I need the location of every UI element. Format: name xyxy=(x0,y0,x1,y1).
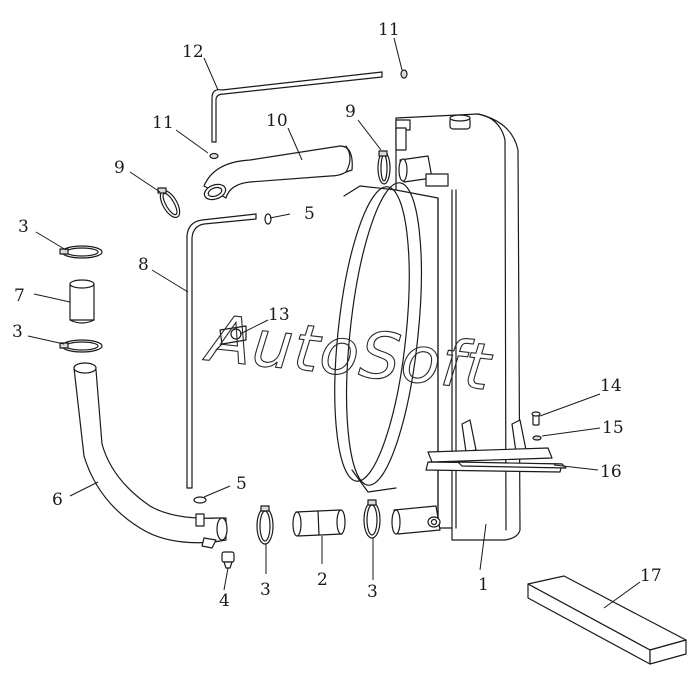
callout-3: 3 xyxy=(367,582,378,602)
callout-2: 2 xyxy=(317,570,328,590)
callout-5: 5 xyxy=(236,474,247,494)
callout-13: 13 xyxy=(268,305,290,325)
drain-plug xyxy=(221,551,235,569)
callout-4: 4 xyxy=(219,591,230,611)
callout-9: 9 xyxy=(114,158,125,178)
rubber-pad-block xyxy=(527,575,687,665)
callout-6: 6 xyxy=(52,490,63,510)
callout-1: 1 xyxy=(478,575,489,595)
overflow-tube-long xyxy=(186,213,257,489)
callout-11: 11 xyxy=(152,113,174,133)
callout-8: 8 xyxy=(138,255,149,275)
callout-3: 3 xyxy=(18,217,29,237)
lower-radiator-hose xyxy=(73,362,228,549)
callout-16: 16 xyxy=(600,462,622,482)
callout-7: 7 xyxy=(14,286,25,306)
bolt-and-washer xyxy=(531,411,542,441)
callout-5: 5 xyxy=(304,204,315,224)
overflow-tube-upper xyxy=(211,71,383,143)
callout-15: 15 xyxy=(602,418,624,438)
o-ring xyxy=(193,213,272,504)
callout-3: 3 xyxy=(260,580,271,600)
callout-9: 9 xyxy=(345,102,356,122)
callout-3: 3 xyxy=(12,322,23,342)
callout-labels: 1 2 3 3 3 3 4 5 5 6 7 8 9 9 10 11 11 12 … xyxy=(12,20,662,611)
hose-clip-small xyxy=(209,69,408,160)
leader-lines xyxy=(27,37,641,609)
hose-clamp xyxy=(157,150,391,219)
callout-10: 10 xyxy=(266,111,288,131)
short-hose-connector xyxy=(69,279,95,324)
upper-radiator-hose xyxy=(203,145,353,201)
hose-clamp-bottom xyxy=(256,499,381,545)
callout-14: 14 xyxy=(600,376,622,396)
callout-12: 12 xyxy=(182,42,204,62)
radiator-body xyxy=(391,113,527,541)
pipe-clamp xyxy=(215,325,247,351)
fan-shroud-ring xyxy=(334,182,422,493)
hose-coupling xyxy=(292,509,346,537)
callout-11: 11 xyxy=(378,20,400,40)
callout-17: 17 xyxy=(640,566,662,586)
hose-clamp-left xyxy=(59,245,103,353)
support-bracket xyxy=(425,447,567,473)
